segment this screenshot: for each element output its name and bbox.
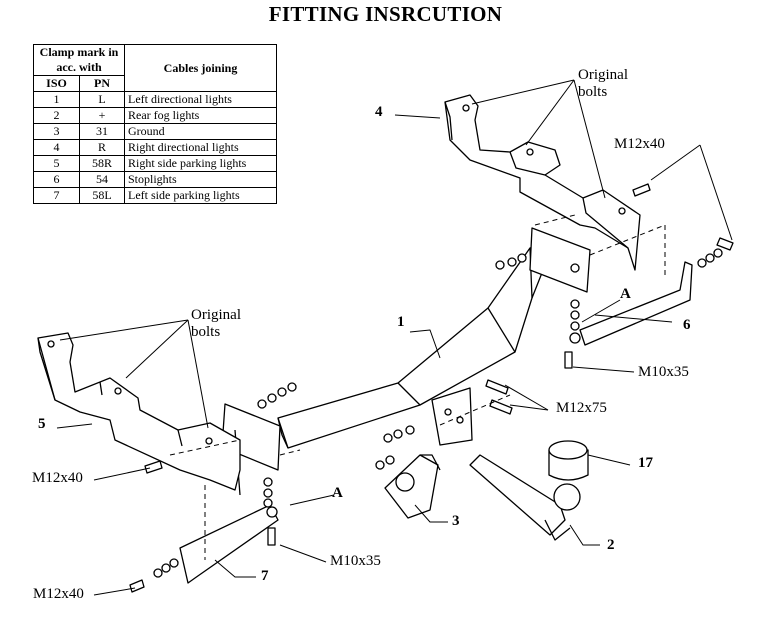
leader-lines xyxy=(56,79,733,596)
header-cables-joining: Cables joining xyxy=(124,44,277,92)
m12x40-left-label: M12x40 xyxy=(32,470,83,486)
bracket-left xyxy=(37,332,241,491)
strap-left xyxy=(179,504,279,584)
part-number-2: 2 xyxy=(607,537,615,553)
crossbar xyxy=(221,227,591,496)
strap-right xyxy=(569,261,693,346)
iso-cell: 7 xyxy=(32,187,81,204)
part-number-3: 3 xyxy=(452,513,460,529)
part-number-6: 6 xyxy=(683,317,691,333)
detail-a-bottom-label: A xyxy=(332,485,343,501)
part-number-1: 1 xyxy=(397,314,405,330)
cable-cell: Right directional lights xyxy=(124,139,277,156)
part-number-17: 17 xyxy=(638,455,653,471)
part-number-5: 5 xyxy=(38,416,46,432)
header-clamp-mark: Clamp mark in acc. with xyxy=(33,44,125,76)
pn-cell: 54 xyxy=(79,171,125,188)
socket-plate xyxy=(384,454,441,519)
m12x40-bottom-label: M12x40 xyxy=(33,586,84,602)
pn-cell: 58L xyxy=(79,187,125,204)
towball xyxy=(469,454,581,541)
alignment-lines xyxy=(169,214,666,560)
original-bolts-top-label: Original bolts xyxy=(578,67,628,100)
cable-cell: Left side parking lights xyxy=(124,187,277,204)
m12x40-top-label: M12x40 xyxy=(614,136,665,152)
part-number-4: 4 xyxy=(375,104,383,120)
wiring-table: Clamp mark in acc. with Cables joining I… xyxy=(32,44,277,204)
cable-cell: Ground xyxy=(124,123,277,140)
m10x35-bottom-label: M10x35 xyxy=(330,553,381,569)
cable-cell: Stoplights xyxy=(124,171,277,188)
header-pn: PN xyxy=(79,75,125,92)
ball-cover xyxy=(548,440,589,481)
original-bolts-left-label: Original bolts xyxy=(191,307,241,340)
m12x75-label: M12x75 xyxy=(556,400,607,416)
page-title: FITTING INSRCUTION xyxy=(268,2,503,26)
pn-cell: 31 xyxy=(79,123,125,140)
bracket-right xyxy=(444,94,641,271)
detail-a-right-label: A xyxy=(620,286,631,302)
cable-cell: Right side parking lights xyxy=(124,155,277,172)
bolts xyxy=(129,183,734,593)
iso-cell: 5 xyxy=(32,155,81,172)
m10x35-right-label: M10x35 xyxy=(638,364,689,380)
part-number-7: 7 xyxy=(261,568,269,584)
